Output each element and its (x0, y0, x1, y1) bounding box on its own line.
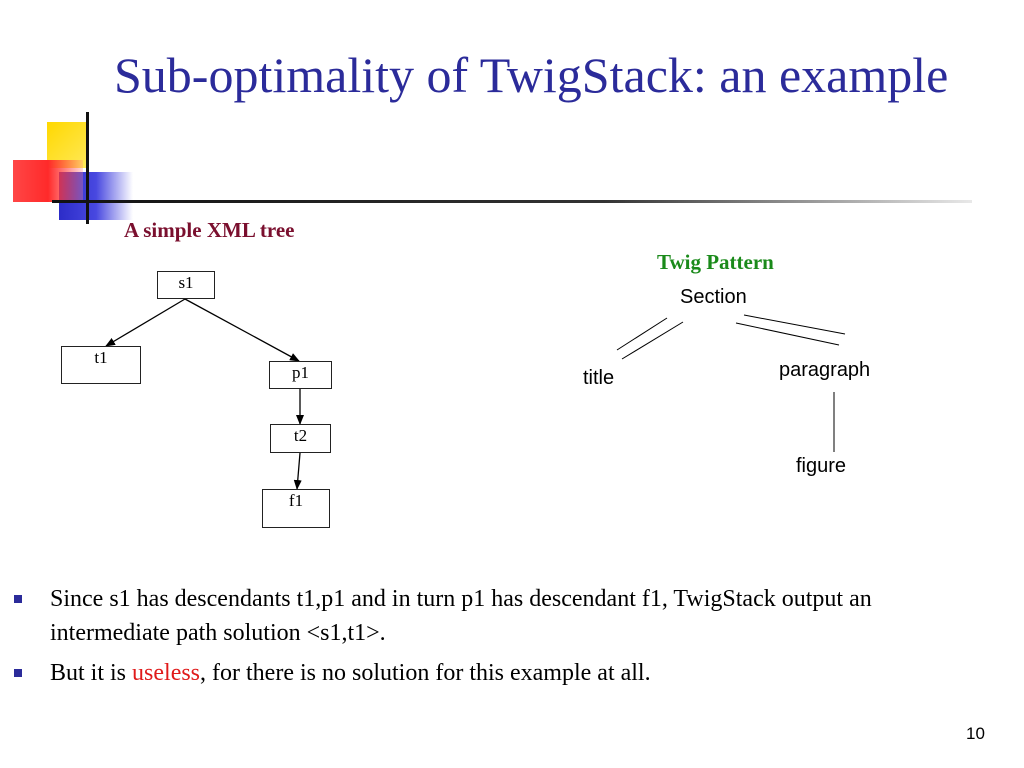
bullet-item: But it is useless, for there is no solut… (14, 656, 994, 690)
bullet-list: Since s1 has descendants t1,p1 and in tu… (14, 582, 994, 696)
decor-vertical-line (86, 112, 89, 224)
bullet-item: Since s1 has descendants t1,p1 and in tu… (14, 582, 994, 650)
tree-node-s1: s1 (157, 271, 215, 299)
bullet-square-icon (14, 669, 22, 677)
edge-section-title-b (621, 321, 684, 360)
twig-pattern-heading: Twig Pattern (657, 250, 774, 274)
slide-title: Sub-optimality of TwigStack: an example (114, 47, 949, 103)
tree-node-f1: f1 (262, 489, 330, 528)
edge-section-paragraph-b (735, 322, 840, 346)
tree-node-p1: p1 (269, 361, 332, 389)
xml-tree-heading: A simple XML tree (124, 218, 295, 242)
bullet-text-1: Since s1 has descendants t1,p1 and in tu… (50, 586, 872, 646)
edge-section-paragraph-a (743, 314, 846, 335)
tree-node-t2: t2 (270, 424, 331, 453)
twig-node-paragraph: paragraph (779, 359, 871, 381)
twig-node-figure: figure (796, 455, 847, 477)
bullet-text-2-before: But it is (50, 660, 133, 686)
twig-node-title: title (583, 367, 615, 389)
bullet-text-2-after: , for there is no solution for this exam… (200, 660, 651, 686)
tree-node-t1: t1 (61, 346, 141, 384)
edge-s1-p1 (184, 298, 300, 362)
edge-t2-f1 (293, 452, 302, 490)
twig-node-section: Section (680, 286, 747, 308)
bullet-highlight-useless: useless (132, 660, 201, 686)
page-number: 10 (966, 724, 985, 743)
edge-section-title-a (616, 317, 668, 351)
decor-red-square (13, 160, 83, 202)
edge-s1-t1 (105, 298, 186, 347)
bullet-square-icon (14, 595, 22, 603)
title-underline (52, 200, 972, 203)
